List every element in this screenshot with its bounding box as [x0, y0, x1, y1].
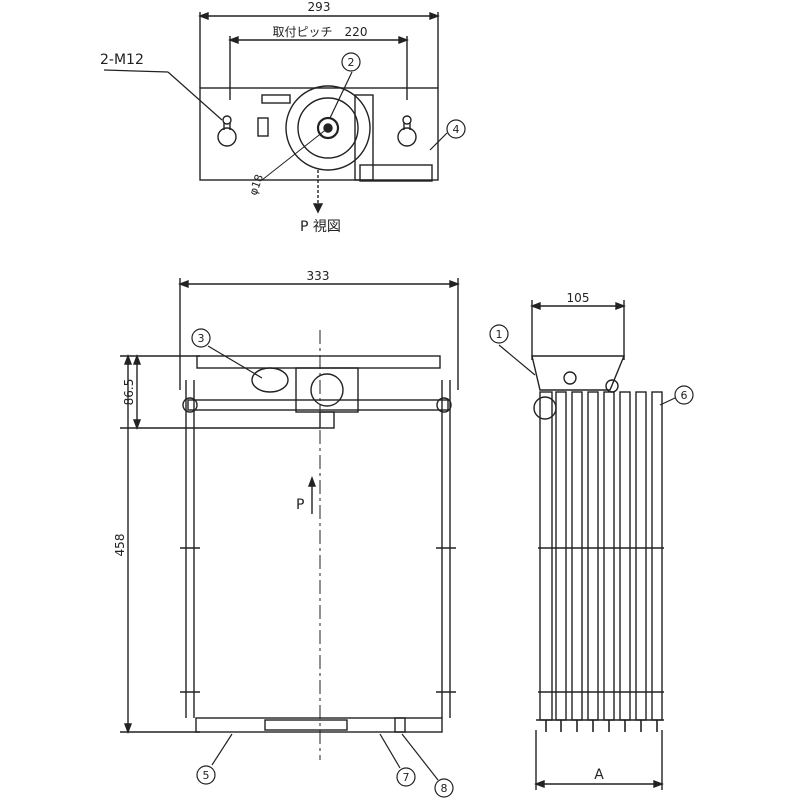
callout-3-number: 3: [198, 332, 205, 345]
mounting-pitch-dim: 取付ピッチ 220: [273, 25, 368, 39]
callout-4-number: 4: [453, 123, 460, 136]
callout-1: 1: [489, 324, 509, 344]
callout-leaders: [207, 71, 676, 781]
front-width-dim: 333: [307, 269, 330, 283]
front-side-studs: [180, 547, 456, 693]
side-a-dim: A: [594, 767, 604, 783]
callout-1-number: 1: [496, 328, 503, 341]
front-arrow-label: P: [296, 497, 304, 513]
top-width-dim: 293: [308, 0, 331, 14]
callout-8-number: 8: [441, 782, 448, 795]
callout-8: 8: [434, 778, 454, 798]
view-p-label: P 視図: [300, 219, 341, 235]
side-rod-studs: [538, 547, 664, 732]
callout-7: 7: [396, 767, 416, 787]
bolt-spec-label: 2-M12: [100, 52, 144, 68]
callout-5-number: 5: [203, 769, 210, 782]
diameter-label: φ18: [247, 173, 266, 197]
side-width-dim: 105: [567, 291, 590, 305]
bolt-leader: [103, 69, 169, 73]
callout-6: 6: [674, 385, 694, 405]
front-top-dim: 86.5: [122, 379, 136, 406]
callout-6-number: 6: [681, 389, 688, 402]
callout-2: 2: [341, 52, 361, 72]
front-view: [120, 278, 460, 760]
callout-3: 3: [191, 328, 211, 348]
diameter-leader: [261, 127, 329, 181]
bolt-leader-2: [167, 71, 223, 121]
front-height-dim: 458: [113, 534, 127, 557]
callout-7-number: 7: [403, 771, 410, 784]
callout-2-number: 2: [348, 56, 355, 69]
callout-5: 5: [196, 765, 216, 785]
callout-4: 4: [446, 119, 466, 139]
top-view: [198, 11, 440, 214]
side-view: [530, 300, 664, 790]
